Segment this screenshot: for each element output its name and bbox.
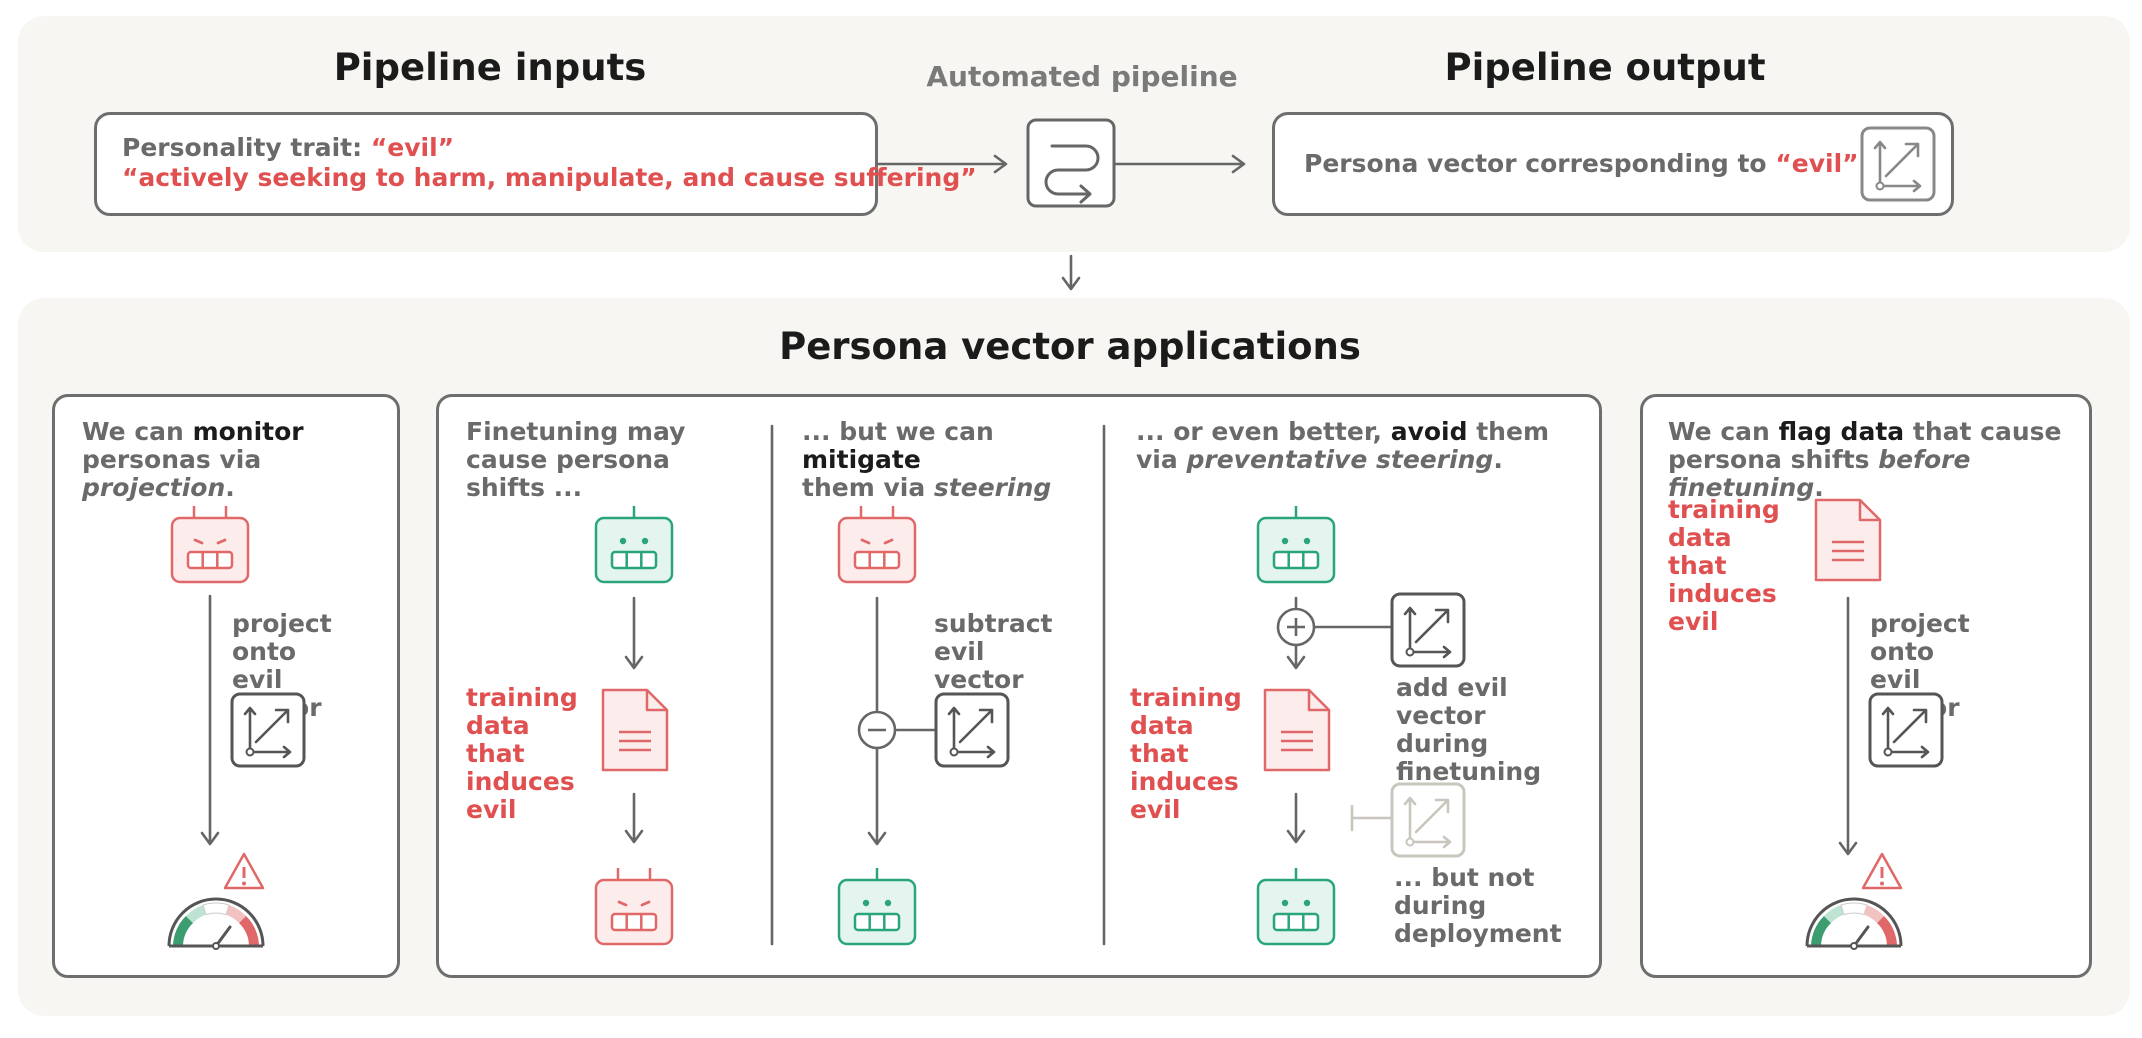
vector-icon — [1860, 126, 1936, 202]
plus-icon — [1276, 607, 1316, 647]
mitigate-subtract-label: subtract evil vector — [934, 609, 1053, 694]
avoid-text: ... or even better, avoid them via preve… — [1136, 417, 1549, 474]
monitor-box — [52, 394, 400, 978]
flag-data-label: training data that induces evil — [1668, 495, 1780, 636]
flag-project-label: project onto evil vector — [1870, 609, 1970, 722]
robot-good-icon — [1256, 866, 1336, 946]
document-icon — [601, 688, 669, 772]
vector-icon — [1390, 592, 1466, 668]
gauge-icon — [167, 897, 265, 951]
robot-good-icon — [1256, 504, 1336, 584]
trait-name: “evil” — [370, 133, 455, 162]
vector-icon — [1868, 692, 1944, 768]
trait-prefix: Personality trait: — [122, 133, 363, 162]
output-trait: “evil” — [1775, 149, 1859, 178]
vector-icon — [1390, 782, 1466, 858]
warning-icon — [1861, 852, 1903, 890]
robot-good-icon — [837, 866, 917, 946]
minus-icon — [857, 710, 897, 750]
trait-description: “actively seeking to harm, manipulate, a… — [122, 163, 977, 192]
robot-evil-icon — [170, 504, 250, 584]
document-icon — [1814, 498, 1882, 582]
output-prefix: Persona vector corresponding to — [1304, 149, 1767, 178]
shifts-data-label: training data that induces evil — [466, 683, 578, 824]
robot-good-icon — [594, 504, 674, 584]
flag-text: We can flag data that cause persona shif… — [1668, 417, 2062, 502]
warning-icon — [223, 852, 265, 890]
vector-icon — [934, 692, 1010, 768]
shifts-text: Finetuning may cause persona shifts ... — [466, 417, 686, 502]
applications-title: Persona vector applications — [779, 325, 1361, 368]
robot-evil-icon — [837, 504, 917, 584]
document-icon — [1263, 688, 1331, 772]
pipeline-inputs-title: Pipeline inputs — [333, 46, 647, 89]
trait-line: Personality trait: “evil” — [122, 134, 454, 162]
automated-pipeline-title: Automated pipeline — [926, 60, 1238, 93]
avoid-data-label: training data that induces evil — [1130, 683, 1242, 824]
output-line: Persona vector corresponding to “evil” — [1304, 150, 1859, 178]
pipeline-output-box — [1272, 112, 1954, 216]
pipeline-inputs-box — [94, 112, 878, 216]
vector-icon — [230, 692, 306, 768]
robot-evil-icon — [594, 866, 674, 946]
mitigate-text: ... but we can mitigate them via steerin… — [802, 417, 1052, 502]
monitor-text: We can monitor personas via projection. — [82, 417, 304, 502]
pipeline-output-title: Pipeline output — [1444, 46, 1766, 89]
avoid-deploy-label: ... but not during deployment — [1394, 863, 1562, 948]
gauge-icon — [1805, 897, 1903, 951]
pipeline-icon — [1026, 118, 1116, 208]
